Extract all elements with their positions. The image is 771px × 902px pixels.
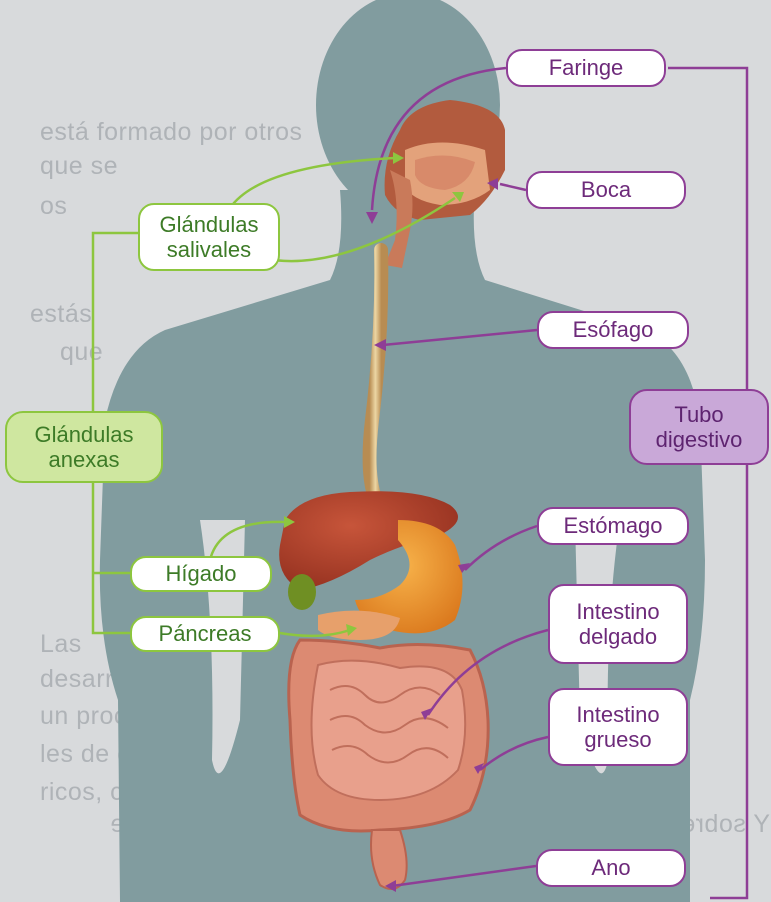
small-intestine	[312, 661, 466, 800]
label-pancreas: Páncreas	[130, 616, 280, 652]
label-glandulas-salivales: Glándulas salivales	[138, 203, 280, 271]
label-faringe: Faringe	[506, 49, 666, 87]
label-intestino-grueso: Intestino grueso	[548, 688, 688, 766]
label-ano: Ano	[536, 849, 686, 887]
label-higado: Hígado	[130, 556, 272, 592]
label-glandulas-anexas: Glándulas anexas	[5, 411, 163, 483]
label-esofago: Esófago	[537, 311, 689, 349]
label-estomago: Estómago	[537, 507, 689, 545]
gallbladder	[288, 574, 316, 610]
label-tubo-digestivo: Tubo digestivo	[629, 389, 769, 465]
label-boca: Boca	[526, 171, 686, 209]
label-intestino-delgado: Intestino delgado	[548, 584, 688, 664]
